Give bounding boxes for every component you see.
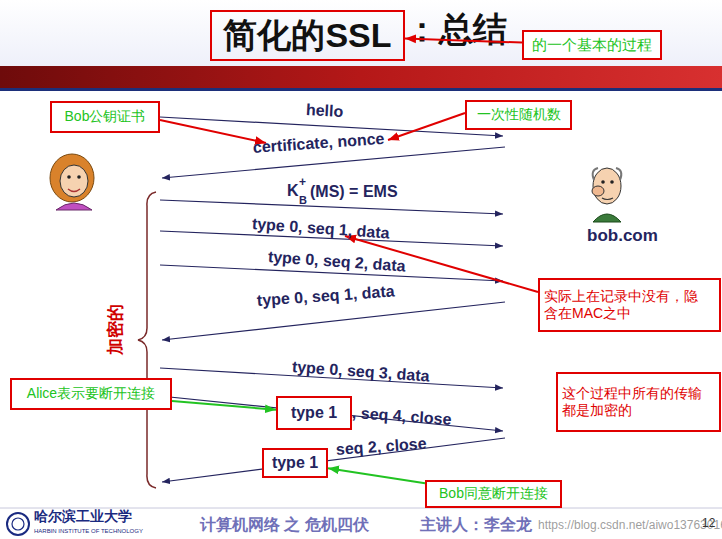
leader-arrows — [160, 113, 538, 292]
title-box: 简化的SSL — [210, 10, 405, 61]
superscript: + — [299, 176, 306, 189]
bracket-label: 加密的 — [107, 304, 126, 355]
callout-arrow — [405, 39, 522, 43]
encryption-brace — [138, 192, 156, 488]
callout-box: 实际上在记录中没有，隐 含在MAC之中 — [538, 278, 721, 332]
message-arrows — [160, 117, 505, 482]
record-type-box: type 1 — [276, 396, 352, 430]
callout-arrow — [328, 468, 425, 483]
callout-box: 这个过程中所有的传输 都是加密的 — [556, 372, 721, 432]
message-label: certificate, nonce — [252, 130, 385, 157]
callout-arrow — [172, 401, 276, 410]
university-logo — [7, 513, 29, 535]
message-label: (MS) = EMS — [310, 183, 398, 201]
callout-text: 的一个基本的过程 — [528, 36, 656, 55]
callout-box: 一次性随机数 — [465, 100, 572, 130]
page-number: 12 — [702, 517, 715, 530]
message-label: type 0, seq 3, data — [291, 358, 430, 385]
message-label: , seq 4, close — [351, 404, 452, 428]
message-label: K — [287, 182, 299, 200]
record-type-text: type 1 — [282, 403, 346, 423]
callout-box: Alice表示要断开连接 — [10, 378, 172, 410]
message-label: hello — [306, 101, 344, 121]
message-label: seq 2, close — [335, 435, 427, 459]
watermark: https://blog.csdn.net/aiwo1376301646 — [538, 519, 722, 532]
callout-text: 一次性随机数 — [471, 106, 566, 124]
callout-box: Bob同意断开连接 — [425, 480, 562, 508]
bob-figure — [592, 168, 621, 222]
callout-text: 实际上在记录中没有，隐 含在MAC之中 — [544, 288, 715, 323]
host-name: bob.com — [587, 227, 658, 246]
title-text: 简化的SSL — [216, 14, 399, 57]
university-name: 哈尔滨工业大学 — [34, 509, 132, 524]
subscript: B — [299, 194, 307, 206]
callout-box: Bob公钥证书 — [50, 101, 160, 133]
course-title: 计算机网络 之 危机四伏 — [200, 516, 369, 534]
header-line — [0, 88, 722, 91]
lecturer: 主讲人：李全龙 — [420, 516, 532, 534]
callout-text: 这个过程中所有的传输 都是加密的 — [562, 385, 715, 420]
message-label: type 0, seq 1, data — [256, 282, 395, 309]
header-background — [0, 0, 722, 66]
header-band — [0, 66, 722, 88]
callout-box: 的一个基本的过程 — [522, 30, 662, 60]
record-type-text: type 1 — [268, 453, 322, 473]
callout-text: Alice表示要断开连接 — [16, 385, 166, 403]
alice-figure — [50, 154, 94, 210]
callout-text: Bob同意断开连接 — [431, 485, 556, 503]
callout-text: Bob公钥证书 — [56, 108, 154, 126]
record-type-box: type 1 — [262, 448, 328, 478]
title-text: ：总结 — [405, 11, 507, 48]
university-name-en: HARBIN INSTITUTE OF TECHNOLOGY — [34, 528, 143, 535]
